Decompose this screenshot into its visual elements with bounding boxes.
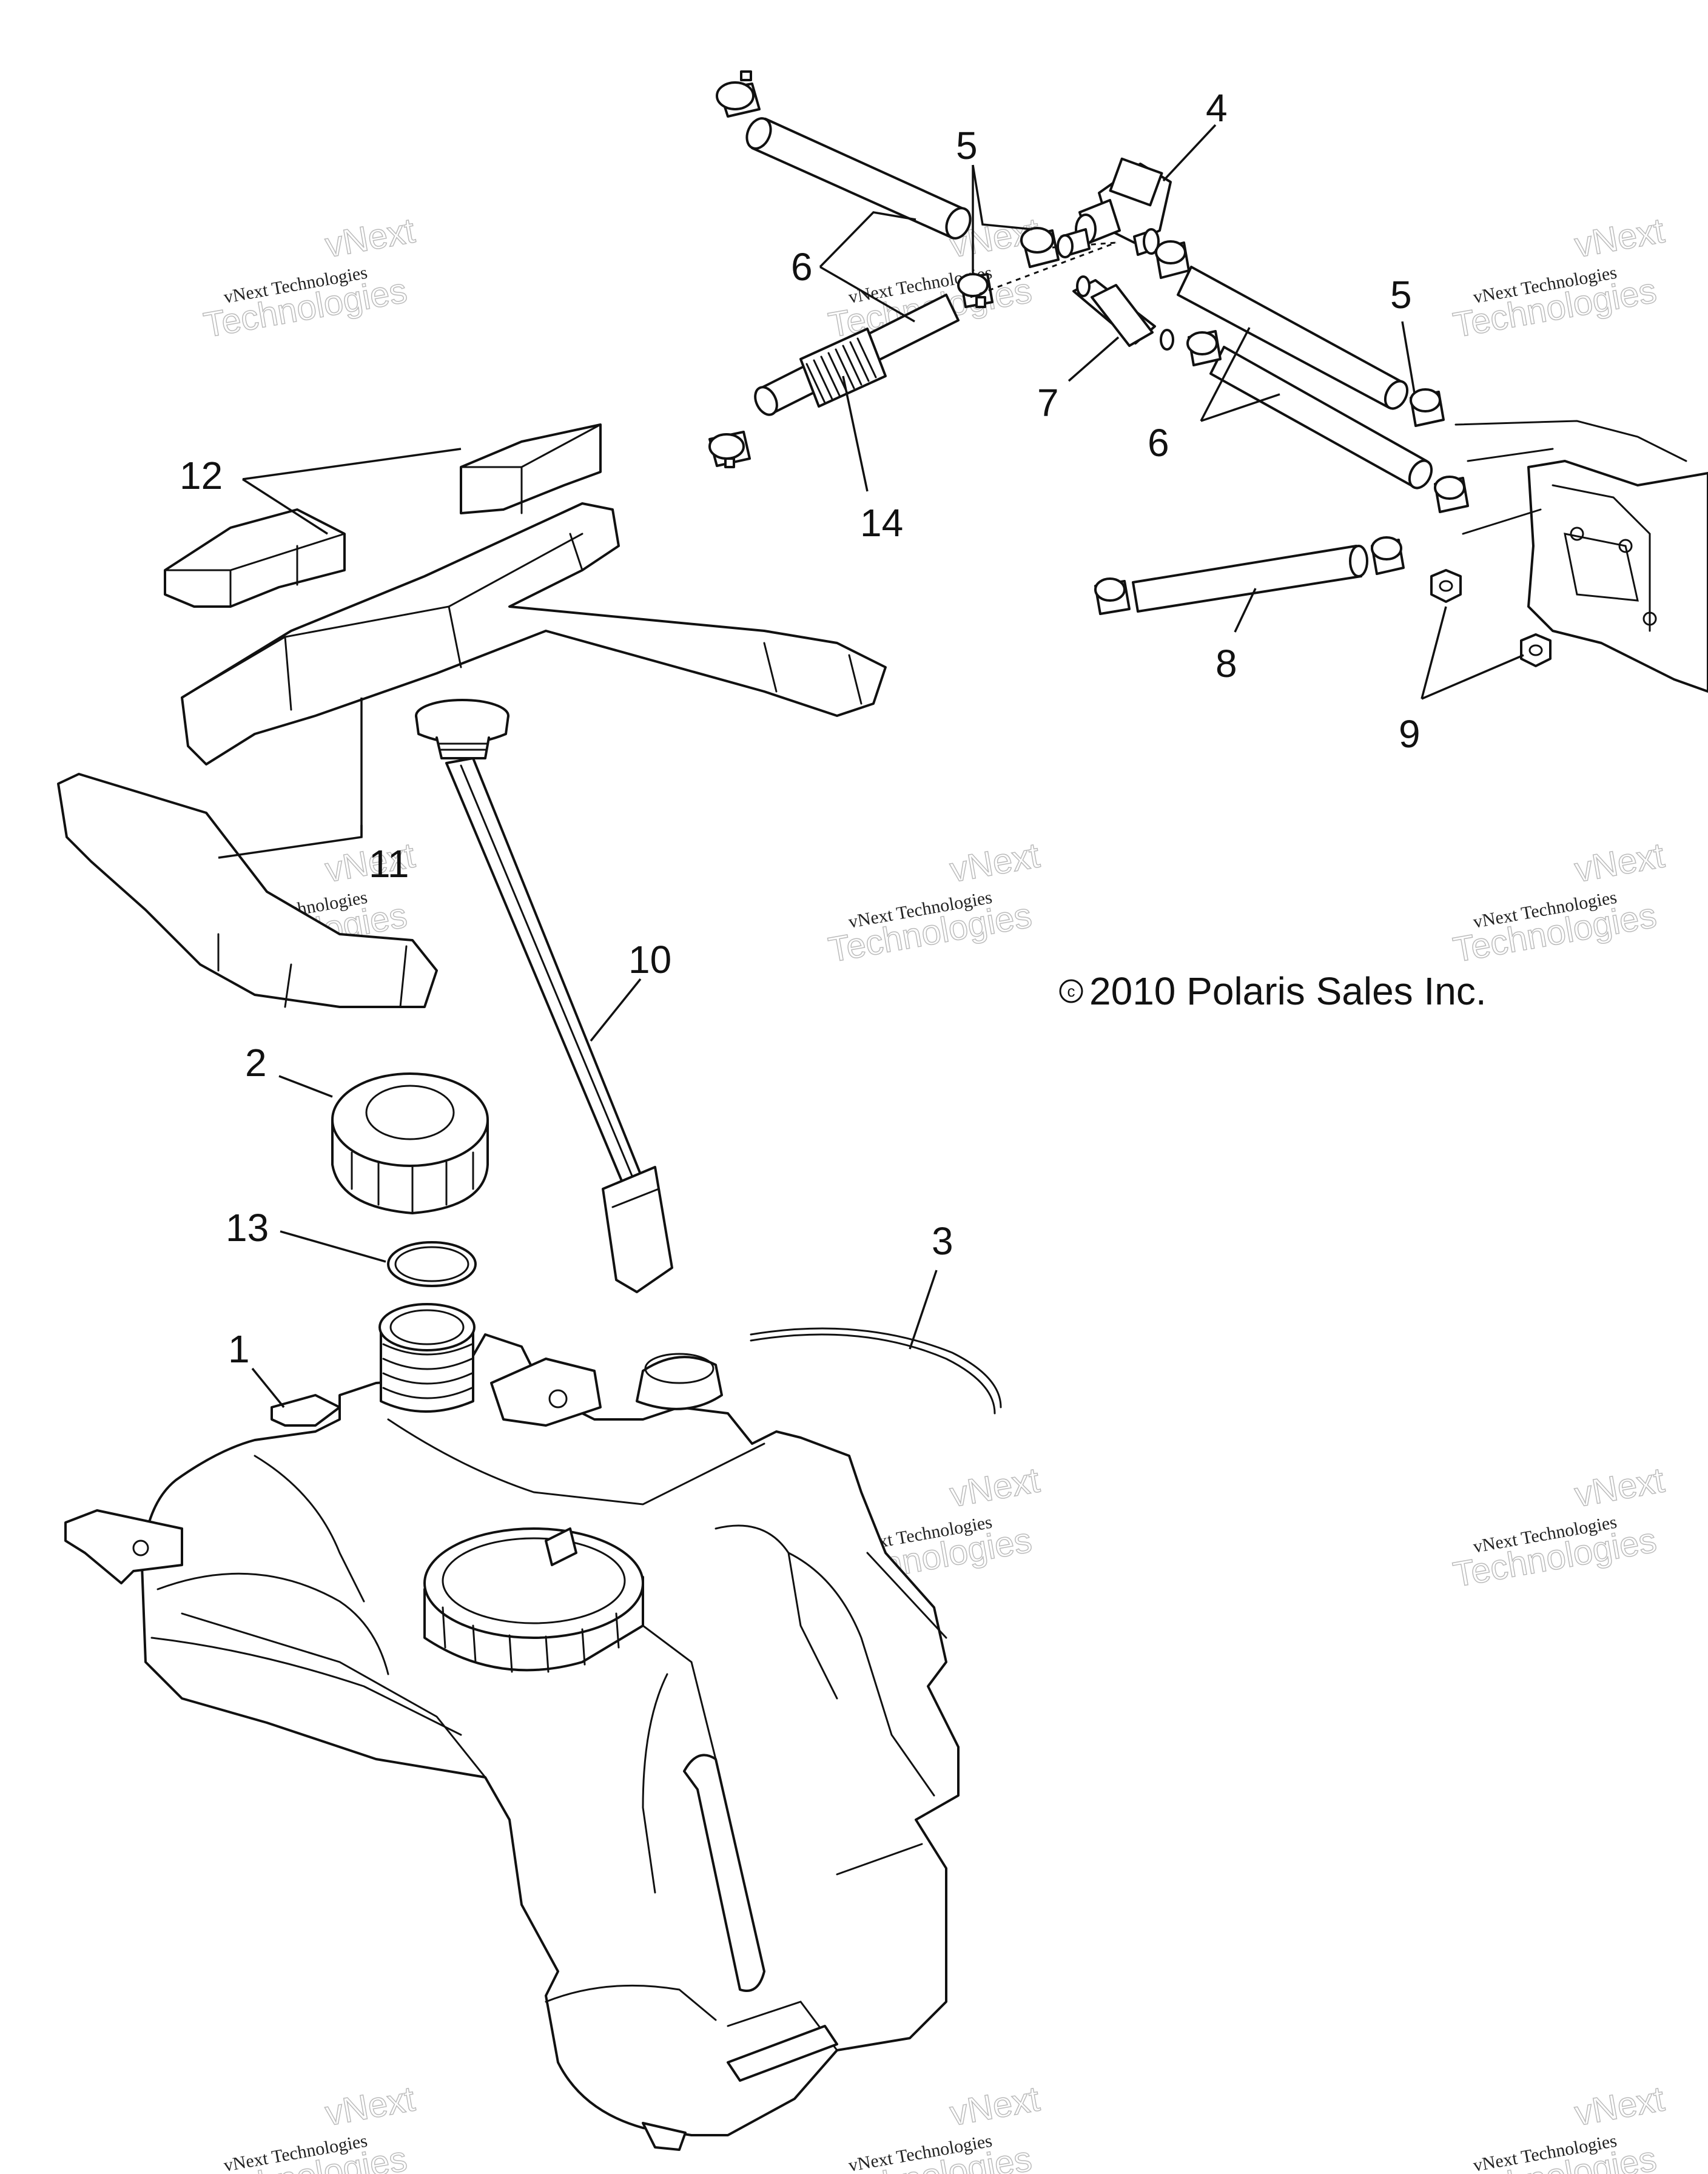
svg-text:vNext: vNext xyxy=(322,2079,417,2133)
copyright-circle-icon xyxy=(1059,979,1083,1003)
watermark: vNext Technologies vNext Technologies xyxy=(1450,1460,1667,1595)
hose-clamp-5a xyxy=(1020,227,1060,268)
svg-text:vNext: vNext xyxy=(1572,210,1667,265)
fuel-cap xyxy=(331,1072,489,1214)
watermark: vNext Technologies vNext Technologies xyxy=(825,835,1043,971)
hose-clamp-8 xyxy=(1094,577,1131,615)
callout-12: 12 xyxy=(180,454,223,497)
svg-text:vNext: vNext xyxy=(947,1460,1042,1515)
corrugated-hose xyxy=(754,294,960,416)
callout-1: 1 xyxy=(228,1327,250,1371)
hose-clamp xyxy=(1410,388,1445,427)
copyright-text: 2010 Polaris Sales Inc. xyxy=(1089,969,1487,1013)
svg-text:vNext: vNext xyxy=(1572,1460,1667,1515)
check-valve xyxy=(1057,157,1172,258)
copyright-notice: c 2010 Polaris Sales Inc. xyxy=(1059,969,1487,1013)
svg-text:vNext: vNext xyxy=(947,835,1042,890)
foam-strip-11 xyxy=(57,773,438,1008)
fuel-hose-right-upper xyxy=(1177,266,1409,410)
callout-4: 4 xyxy=(1206,86,1228,130)
callout-6a: 6 xyxy=(791,245,813,289)
callout-7: 7 xyxy=(1037,381,1059,425)
callout-2: 2 xyxy=(245,1041,267,1085)
hose-clamp-5b xyxy=(957,273,994,308)
watermark: vNext Technologies vNext Technologies xyxy=(1450,210,1667,346)
watermark: vNext Technologies vNext Technologies xyxy=(200,210,418,346)
fuel-hose-right-lower xyxy=(1209,346,1433,490)
callout-5a: 5 xyxy=(956,124,978,167)
svg-text:vNext: vNext xyxy=(322,210,417,265)
fuel-tank xyxy=(64,1303,960,2151)
fuel-hose-upper xyxy=(745,117,972,240)
heat-shield-foam xyxy=(181,502,887,766)
vent-line xyxy=(750,1333,996,1415)
hose-clamp xyxy=(1186,330,1222,366)
connection-line xyxy=(970,241,1117,298)
nut-upper xyxy=(1430,569,1462,603)
hose-clamp-top xyxy=(716,70,761,118)
nut-lower xyxy=(1520,633,1552,667)
hose-clamp-14 xyxy=(708,431,751,468)
callout-6b: 6 xyxy=(1148,421,1169,465)
callout-5b: 5 xyxy=(1390,273,1412,317)
callout-14: 14 xyxy=(860,501,903,545)
fuel-filter xyxy=(1072,275,1174,351)
svg-text:vNext: vNext xyxy=(1572,2079,1667,2133)
fuel-cap-o-ring xyxy=(387,1241,477,1287)
callout-11: 11 xyxy=(369,842,409,886)
watermark: vNext Technologies vNext Technologies xyxy=(200,2079,418,2174)
leader-lines xyxy=(218,124,1524,1408)
fuel-pump-body xyxy=(1454,420,1708,693)
copyright-symbol: c xyxy=(1068,982,1075,1000)
fuel-level-sender xyxy=(415,699,673,1293)
foam-block-12-left xyxy=(164,508,346,608)
callout-9: 9 xyxy=(1399,712,1421,756)
svg-text:vNext: vNext xyxy=(947,2079,1042,2133)
hose-clamp xyxy=(1371,536,1405,575)
callout-8: 8 xyxy=(1215,642,1237,685)
foam-block-12-right xyxy=(460,423,602,514)
callout-3: 3 xyxy=(932,1219,953,1263)
watermark: vNext Technologies vNext Technologies xyxy=(1450,835,1667,971)
callout-10: 10 xyxy=(628,938,671,981)
watermark: vNext Technologies vNext Technologies xyxy=(1450,2079,1667,2174)
hose-clamp xyxy=(1434,476,1469,513)
fuel-hose-8 xyxy=(1132,545,1368,613)
watermark: vNext Technologies vNext Technologies xyxy=(825,2079,1043,2174)
callout-13: 13 xyxy=(226,1206,269,1250)
vent-line xyxy=(750,1327,1002,1408)
svg-text:vNext: vNext xyxy=(1572,835,1667,890)
hose-clamp xyxy=(1155,240,1190,279)
